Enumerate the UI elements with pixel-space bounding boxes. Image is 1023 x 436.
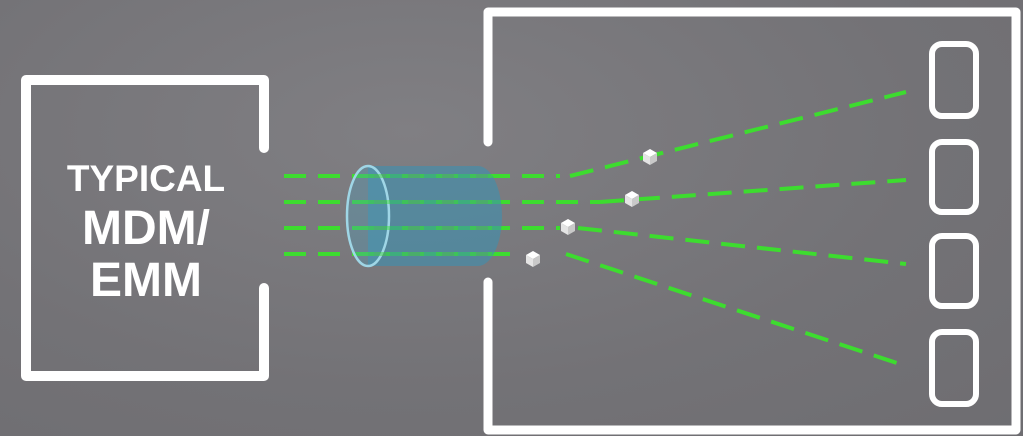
tunnel-cylinder xyxy=(345,164,502,268)
package-box-icon xyxy=(561,219,575,235)
beam-4-diverging xyxy=(565,252,907,368)
device-slot-3 xyxy=(929,233,979,309)
package-box-icon xyxy=(526,251,540,267)
beam-1-diverging xyxy=(569,90,907,178)
device-container-box xyxy=(483,7,1021,435)
beam-3-diverging xyxy=(577,226,907,266)
package-box-icon xyxy=(625,191,639,207)
device-slot-2 xyxy=(929,139,979,215)
beams-diverging xyxy=(565,90,907,368)
device-container-outline xyxy=(483,7,1021,435)
device-slot-4 xyxy=(929,329,979,407)
label-line-1: TYPICAL xyxy=(67,158,225,199)
mdm-emm-box-outline xyxy=(21,75,269,381)
tunnel-body xyxy=(368,166,502,266)
device-slot-1 xyxy=(929,41,979,119)
mdm-emm-box xyxy=(21,75,269,381)
device-slots xyxy=(929,41,979,407)
beams-in-tunnel xyxy=(368,174,500,256)
label-line-3: EMM xyxy=(90,254,202,307)
package-box-icon xyxy=(643,149,657,165)
label-line-2: MDM/ xyxy=(82,202,210,255)
tunnel-opening xyxy=(345,164,391,268)
beam-2-diverging xyxy=(599,178,907,204)
packages xyxy=(526,149,657,267)
